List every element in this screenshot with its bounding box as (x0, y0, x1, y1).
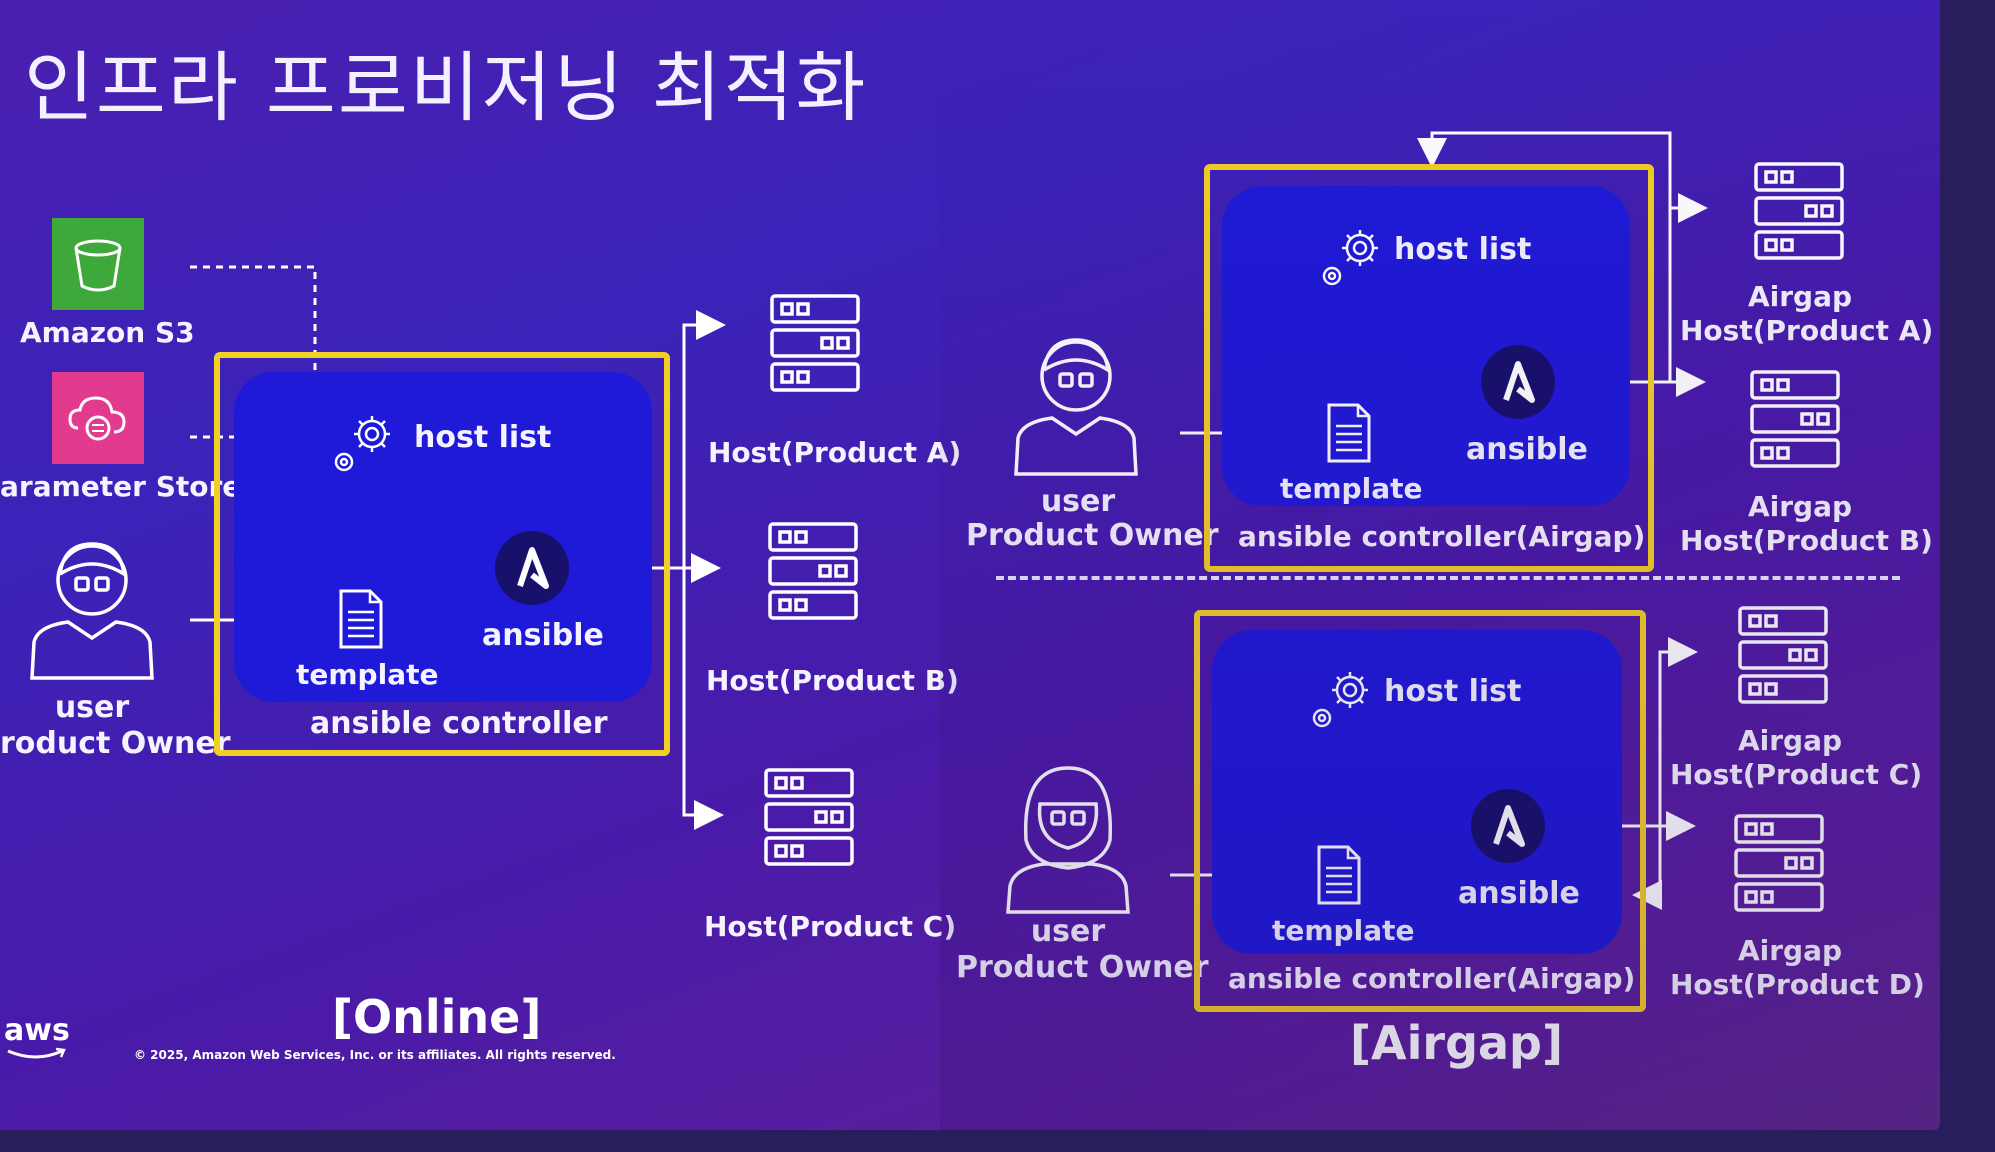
server-icon (768, 292, 862, 394)
airgap-top-ansible-label: ansible (1466, 432, 1588, 467)
airgap-bottom-controller-caption: ansible controller(Airgap) (1228, 962, 1636, 995)
ansible-logo-icon (1470, 788, 1546, 864)
airgap-top-user-title: Product Owner (966, 518, 1219, 553)
airgap-top-template-label: template (1280, 472, 1423, 505)
parameter-store-label: arameter Store (0, 470, 242, 503)
online-controller-caption: ansible controller (310, 706, 608, 741)
airgap-separator (996, 576, 1900, 580)
airgap-host-a-line2: Host(Product A) (1680, 314, 1934, 347)
airgap-bottom-ansible-controller (1212, 630, 1622, 954)
online-controller-highlight (214, 352, 670, 756)
user-icon (1012, 326, 1140, 476)
online-user-role: user (54, 690, 130, 725)
airgap-bottom-ansible-label: ansible (1458, 876, 1580, 911)
online-ansible-controller (234, 372, 652, 702)
document-icon (1316, 844, 1362, 906)
slide: 인프라 프로비저닝 최적화 (0, 0, 1940, 1130)
airgap-top-ansible-controller (1222, 186, 1630, 506)
copyright-notice: © 2025, Amazon Web Services, Inc. or its… (134, 1048, 616, 1062)
server-icon (1748, 368, 1842, 470)
airgap-bottom-user-title: Product Owner (956, 950, 1209, 985)
airgap-host-b-line1: Airgap (1747, 490, 1853, 523)
online-ansible-label: ansible (482, 618, 604, 653)
page-title: 인프라 프로비저닝 최적화 (24, 43, 868, 132)
airgap-host-d-line1: Airgap (1737, 934, 1843, 967)
gear-icon (1304, 664, 1376, 734)
airgap-bottom-user-role: user (1030, 914, 1106, 949)
airgap-bottom-controller-highlight (1194, 610, 1646, 1012)
online-host-list-label: host list (414, 420, 552, 455)
airgap-mode-label: [Airgap] (1350, 1016, 1563, 1070)
online-user-title: roduct Owner (0, 726, 231, 761)
s3-bucket-icon (52, 218, 144, 310)
airgap-top-host-list-label: host list (1394, 232, 1532, 267)
online-host-c-label: Host(Product C) (704, 910, 957, 943)
airgap-bottom-template-label: template (1272, 914, 1415, 947)
airgap-top-controller-caption: ansible controller(Airgap) (1238, 520, 1646, 553)
server-icon (1732, 812, 1826, 914)
document-icon (338, 588, 384, 650)
airgap-host-a-line1: Airgap (1747, 280, 1853, 313)
ansible-logo-icon (494, 530, 570, 606)
online-mode-label: [Online] (332, 990, 542, 1044)
server-icon (762, 766, 856, 868)
document-icon (1326, 402, 1372, 464)
user-icon (28, 530, 156, 680)
airgap-top-controller-highlight (1204, 164, 1654, 572)
airgap-bottom-host-list-label: host list (1384, 674, 1522, 709)
airgap-host-d-line2: Host(Product D) (1670, 968, 1925, 1001)
airgap-host-c-line2: Host(Product C) (1670, 758, 1923, 791)
airgap-host-b-line2: Host(Product B) (1680, 524, 1933, 557)
online-template-label: template (296, 658, 439, 691)
server-icon (766, 520, 860, 622)
gear-icon (1314, 222, 1386, 292)
ansible-logo-icon (1480, 344, 1556, 420)
s3-label: Amazon S3 (20, 316, 195, 349)
airgap-top-user-role: user (1040, 484, 1116, 519)
parameter-store-icon (52, 372, 144, 464)
hooded-user-icon (1004, 760, 1132, 914)
server-icon (1752, 160, 1846, 262)
aws-logo: aws (4, 1016, 74, 1066)
gear-icon (326, 408, 398, 478)
airgap-host-c-line1: Airgap (1737, 724, 1843, 757)
online-host-b-label: Host(Product B) (706, 664, 959, 697)
server-icon (1736, 604, 1830, 706)
online-host-a-label: Host(Product A) (708, 436, 962, 469)
